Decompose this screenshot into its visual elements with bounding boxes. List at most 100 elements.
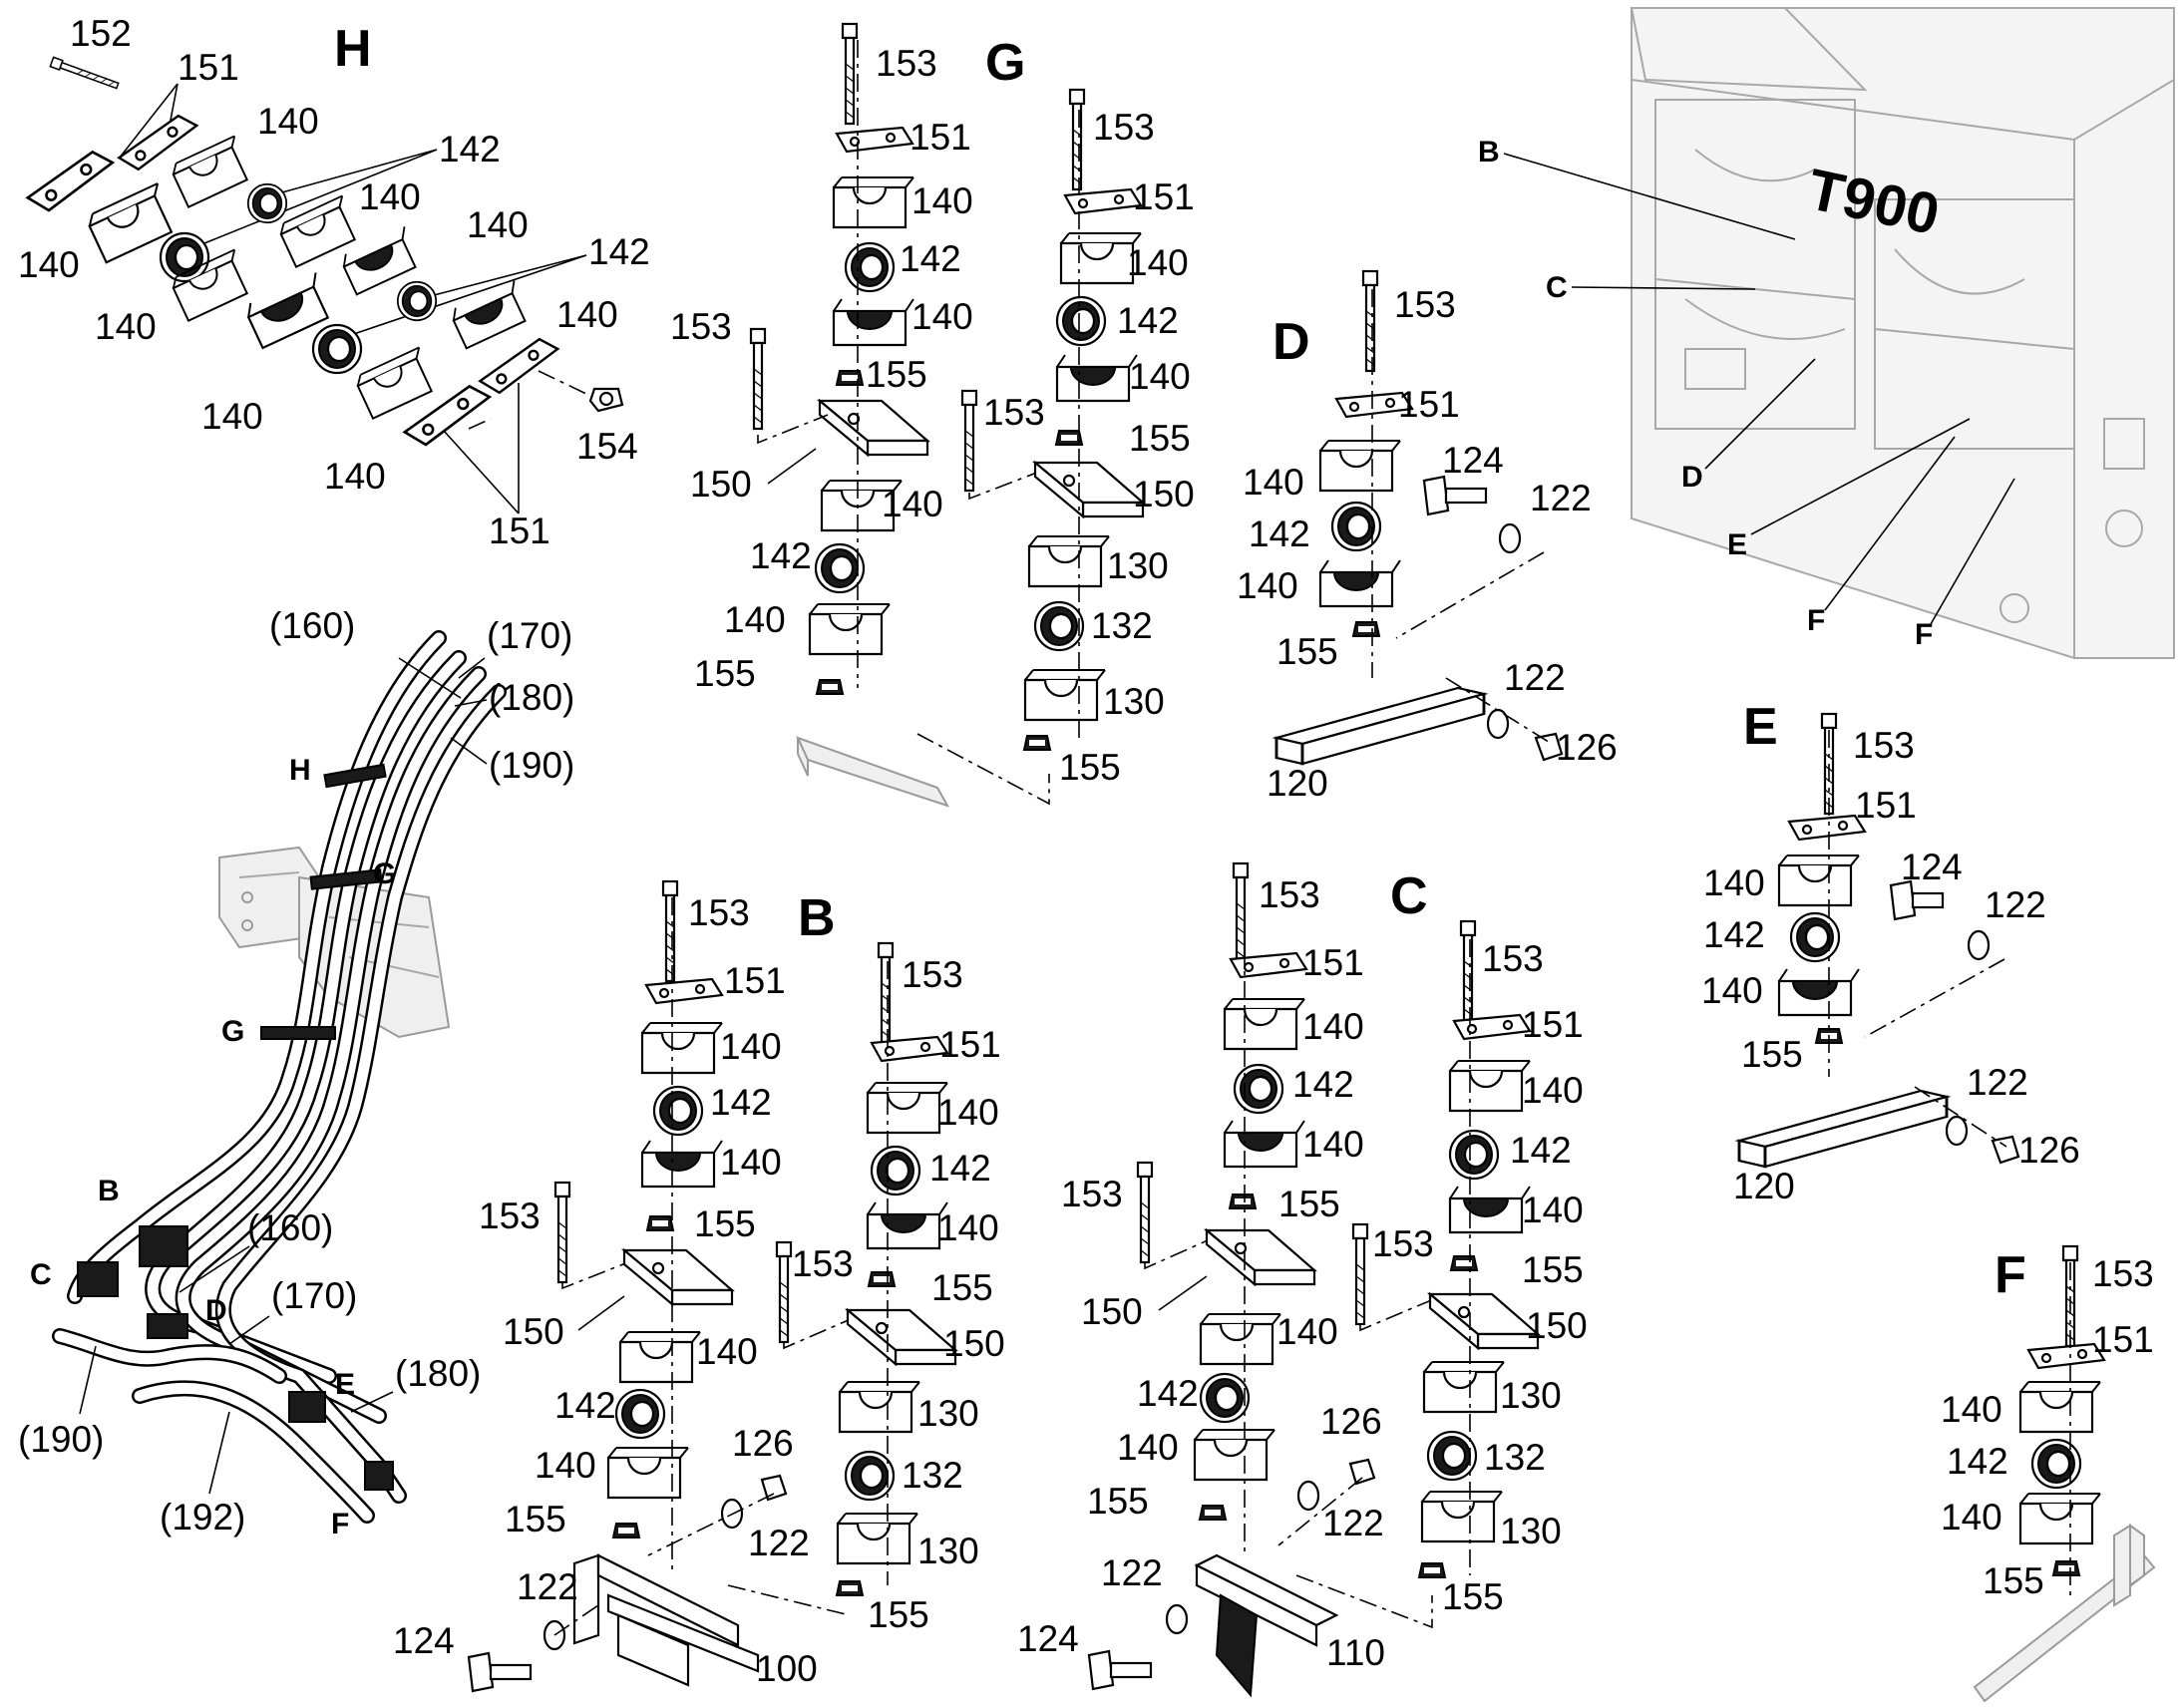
nut-126 xyxy=(1348,1458,1376,1486)
section-label-c: C xyxy=(1390,867,1428,925)
label-120: 120 xyxy=(1267,763,1328,804)
label-130: 130 xyxy=(1107,545,1169,586)
label-122: 122 xyxy=(1530,478,1592,518)
nut-155 xyxy=(1055,430,1083,446)
grommet-142 xyxy=(1448,1129,1500,1181)
label-130: 130 xyxy=(917,1531,979,1571)
grommet-142 xyxy=(396,280,438,322)
clamp-140 xyxy=(640,1021,724,1075)
label-140: 140 xyxy=(1127,242,1189,283)
nut-155 xyxy=(1023,735,1051,751)
nut-155 xyxy=(836,1580,864,1596)
label-153: 153 xyxy=(1093,107,1155,148)
nut-155 xyxy=(1418,1562,1446,1578)
label-155: 155 xyxy=(1442,1576,1504,1617)
bolt-153 xyxy=(1459,919,1477,1023)
label-142: 142 xyxy=(554,1385,616,1426)
route-tag-f: F xyxy=(331,1508,349,1540)
grommet-142 xyxy=(1055,295,1107,347)
clamp-marker-d xyxy=(147,1313,188,1339)
clamp-140 xyxy=(606,1446,690,1500)
label-140: 140 xyxy=(1237,565,1298,606)
label-110: 110 xyxy=(1326,1632,1385,1673)
label-122: 122 xyxy=(517,1566,578,1607)
clamp-140 xyxy=(275,194,363,268)
label-142: 142 xyxy=(1117,300,1179,341)
clamp-marker-b xyxy=(139,1225,188,1267)
label-142: 142 xyxy=(1137,1373,1199,1414)
clamp-140 xyxy=(640,1139,724,1189)
rail-150 xyxy=(1205,1228,1316,1286)
label-140: 140 xyxy=(1302,1006,1364,1047)
label-140: 140 xyxy=(257,101,319,142)
bolt-153 xyxy=(1136,1161,1154,1264)
label-153: 153 xyxy=(876,43,937,84)
label-122: 122 xyxy=(1985,884,2046,925)
clamp-140 xyxy=(1318,558,1402,608)
hose-label-160: (160) xyxy=(247,1207,333,1248)
bolt-153 xyxy=(1068,88,1086,191)
grommet-142 xyxy=(311,323,363,375)
section-label-b: B xyxy=(798,889,836,947)
label-140: 140 xyxy=(1129,356,1191,397)
label-122: 122 xyxy=(748,1523,810,1563)
callout-f: F xyxy=(1807,604,1825,637)
label-153: 153 xyxy=(902,954,963,995)
label-153: 153 xyxy=(1394,284,1456,325)
hose-label-180: (180) xyxy=(489,677,574,718)
route-tag-c: C xyxy=(30,1258,52,1291)
clamp-140 xyxy=(1448,1059,1532,1113)
label-153: 153 xyxy=(1482,938,1544,979)
washer-122 xyxy=(1165,1603,1189,1635)
label-140: 140 xyxy=(1522,1070,1584,1111)
clamp-140 xyxy=(808,602,892,656)
section-h: H 152 151 140 142 140 140 140 142 140 14… xyxy=(18,13,650,551)
label-130: 130 xyxy=(1103,681,1165,722)
grommet-142 xyxy=(1789,911,1841,963)
section-label-d: D xyxy=(1272,313,1310,371)
washer-122 xyxy=(1967,929,1991,961)
clamp-140 xyxy=(448,279,534,350)
clamp-140 xyxy=(618,1330,702,1384)
bolt-153 xyxy=(877,941,895,1045)
label-150: 150 xyxy=(943,1323,1005,1364)
label-132: 132 xyxy=(902,1455,963,1496)
grommet-132 xyxy=(844,1450,896,1502)
label-142: 142 xyxy=(750,535,812,576)
label-155: 155 xyxy=(1983,1560,2044,1601)
label-140: 140 xyxy=(911,296,973,337)
bolt-153 xyxy=(1232,861,1250,965)
grommet-142 xyxy=(652,1085,704,1137)
label-124: 124 xyxy=(393,1620,455,1661)
label-142: 142 xyxy=(1510,1130,1572,1171)
grommet-142 xyxy=(1330,501,1382,552)
clamp-140 xyxy=(1193,1428,1276,1482)
label-153: 153 xyxy=(792,1243,854,1284)
label-140: 140 xyxy=(1703,862,1765,903)
clamp-140 xyxy=(866,1200,949,1250)
nut-155 xyxy=(612,1523,640,1538)
label-126: 126 xyxy=(1320,1401,1382,1442)
washer-122 xyxy=(1945,1115,1969,1147)
plate-151a xyxy=(22,145,119,218)
clamp-marker-e xyxy=(288,1391,326,1423)
label-155: 155 xyxy=(931,1267,993,1308)
bolt-153 xyxy=(775,1240,793,1344)
label-151: 151 xyxy=(1302,942,1364,983)
clamp-marker-h xyxy=(323,763,387,789)
channel-110 xyxy=(1194,1553,1339,1698)
label-150: 150 xyxy=(1081,1291,1143,1332)
label-155: 155 xyxy=(694,1203,756,1244)
label-151: 151 xyxy=(939,1024,1001,1065)
clamp-140 xyxy=(866,1081,949,1135)
grommet-132 xyxy=(1426,1430,1478,1482)
section-label-e: E xyxy=(1743,698,1778,756)
label-152: 152 xyxy=(70,13,132,54)
label-153: 153 xyxy=(1853,725,1915,766)
grommet-142 xyxy=(870,1145,921,1196)
route-tag-d: D xyxy=(205,1294,227,1327)
nut-155 xyxy=(1229,1194,1257,1209)
clamp-140 xyxy=(352,346,440,420)
bolt-153 xyxy=(1361,269,1379,373)
